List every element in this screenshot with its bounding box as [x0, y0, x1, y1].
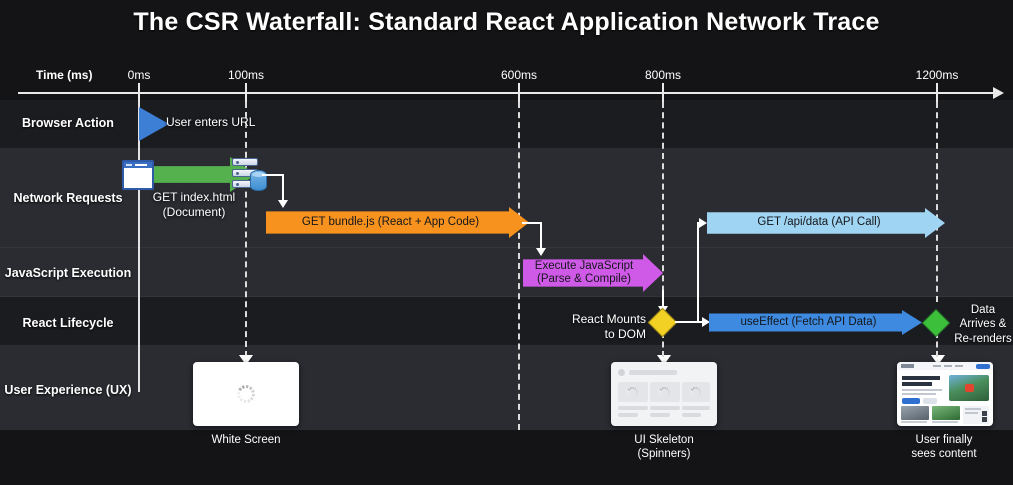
skeleton-text [650, 406, 680, 410]
connector-index-to-bundle-vert [282, 174, 284, 202]
label-useeffect: useEffect (Fetch API Data) [740, 315, 877, 328]
connector-bundle-to-exec [522, 222, 542, 224]
guide-800ms-lower [662, 332, 664, 357]
connector-mount-to-useeffect [675, 321, 705, 323]
skeleton-avatar [618, 369, 625, 376]
row-label-react-lifecycle: React Lifecycle [22, 316, 114, 330]
guide-1200ms-lower [936, 332, 938, 357]
skeleton-titlebar [629, 370, 677, 375]
hero-heading [902, 382, 932, 386]
hero-paragraph [902, 389, 942, 391]
band-user-experience [0, 345, 1013, 430]
axis-label-1200ms: 1200ms [915, 68, 959, 82]
connector-bundle-to-exec-vert [540, 222, 542, 250]
band-separator [0, 296, 1013, 297]
caption-final-content: User finally sees content [911, 434, 977, 461]
axis-label-800ms: 800ms [644, 68, 682, 82]
content-card-image [901, 406, 929, 420]
connector-arrow-head-api [699, 218, 707, 228]
spinner-icon [237, 385, 255, 403]
guide-1200ms [936, 102, 938, 302]
connector-arrow-head-exec [536, 248, 546, 256]
content-card-text [932, 421, 958, 423]
guide-arrow-head-100ms [239, 355, 253, 365]
nav-cta-button [976, 364, 990, 369]
connector-exec-to-mount [662, 290, 664, 310]
nav-link [944, 365, 952, 367]
connector-arrow-head-bundle [278, 200, 288, 208]
band-separator [0, 247, 1013, 248]
label-execute-javascript: Execute JavaScript (Parse & Compile) [534, 259, 634, 285]
spinner-icon [690, 387, 701, 398]
skeleton-text [618, 406, 648, 410]
lifecycle-arrow-useeffect: useEffect (Fetch API Data) [709, 310, 922, 335]
timeline-arrow-head [993, 87, 1004, 99]
sidebar-text [965, 408, 981, 410]
hero-paragraph [902, 393, 936, 395]
exec-arrow-javascript: Execute JavaScript (Parse & Compile) [523, 254, 663, 292]
play-button-icon [965, 384, 974, 392]
row-label-javascript-execution: JavaScript Execution [4, 266, 132, 280]
browser-titlebar-icon [124, 162, 152, 168]
axis-label-600ms: 600ms [500, 68, 538, 82]
axis-tick-100ms [245, 83, 247, 102]
sidebar-thumb [982, 411, 987, 416]
content-card-text [901, 421, 927, 423]
skeleton-text [682, 413, 701, 417]
axis-tick-1200ms [936, 83, 938, 102]
guide-0ms [138, 102, 140, 392]
guide-arrow-head-1200ms [931, 355, 945, 365]
label-get-index-html: GET index.html (Document) [152, 190, 236, 219]
caption-ui-skeleton: UI Skeleton (Spinners) [634, 434, 694, 461]
spinner-icon [627, 387, 638, 398]
axis-tick-600ms [518, 83, 520, 102]
guide-100ms [245, 102, 247, 357]
server-slab-icon [232, 158, 258, 166]
connector-arrow-head-useeffect [702, 317, 710, 327]
skeleton-text [618, 413, 638, 417]
label-data-arrives: Data Arrives & Re-renders [954, 304, 1012, 345]
row-label-browser-action: Browser Action [22, 116, 114, 130]
nav-link [933, 365, 941, 367]
row-label-user-experience: User Experience (UX) [4, 383, 132, 397]
thumbnail-ui-skeleton [611, 362, 717, 426]
server-icon [232, 158, 274, 196]
request-arrow-api-data: GET /api/data (API Call) [707, 208, 945, 238]
request-arrow-bundle-js: GET bundle.js (React + App Code) [266, 207, 529, 238]
thumbnail-white-screen [193, 362, 299, 426]
row-label-network-requests: Network Requests [13, 191, 123, 205]
caption-white-screen: White Screen [211, 434, 281, 446]
guide-600ms [518, 102, 520, 430]
guide-800ms [662, 102, 664, 312]
hero-heading [902, 376, 940, 380]
skeleton-text [650, 413, 670, 417]
connector-useeffect-to-api-vert [697, 223, 699, 323]
spinner-icon [659, 387, 670, 398]
site-logo [901, 364, 914, 368]
hero-secondary-button [923, 398, 937, 404]
guide-arrow-head-600ms [657, 355, 671, 365]
nav-link [955, 365, 963, 367]
page-title: The CSR Waterfall: Standard React Applic… [133, 8, 880, 36]
axis-label-100ms: 100ms [227, 68, 265, 82]
axis-caption: Time (ms) [36, 68, 93, 82]
content-card-image [932, 406, 960, 420]
timeline-axis [18, 92, 993, 94]
sidebar-text [965, 412, 978, 414]
thumbnail-final-content [897, 362, 993, 426]
hero-primary-button [902, 398, 920, 404]
band-javascript-execution [0, 247, 1013, 297]
connector-index-to-bundle [262, 174, 284, 176]
skeleton-text [682, 406, 710, 410]
browser-window-icon [122, 160, 154, 190]
label-user-enters-url: User enters URL [166, 115, 256, 129]
label-react-mounts: React Mounts to DOM [571, 312, 646, 341]
axis-tick-800ms [662, 83, 664, 102]
connector-useeffect-to-api-horz [697, 222, 703, 224]
label-get-bundle-js: GET bundle.js (React + App Code) [301, 215, 480, 228]
axis-label-0ms: 0ms [127, 68, 151, 82]
axis-tick-0ms [138, 83, 140, 102]
sidebar-thumb [982, 417, 987, 422]
label-get-api-data: GET /api/data (API Call) [757, 216, 881, 229]
